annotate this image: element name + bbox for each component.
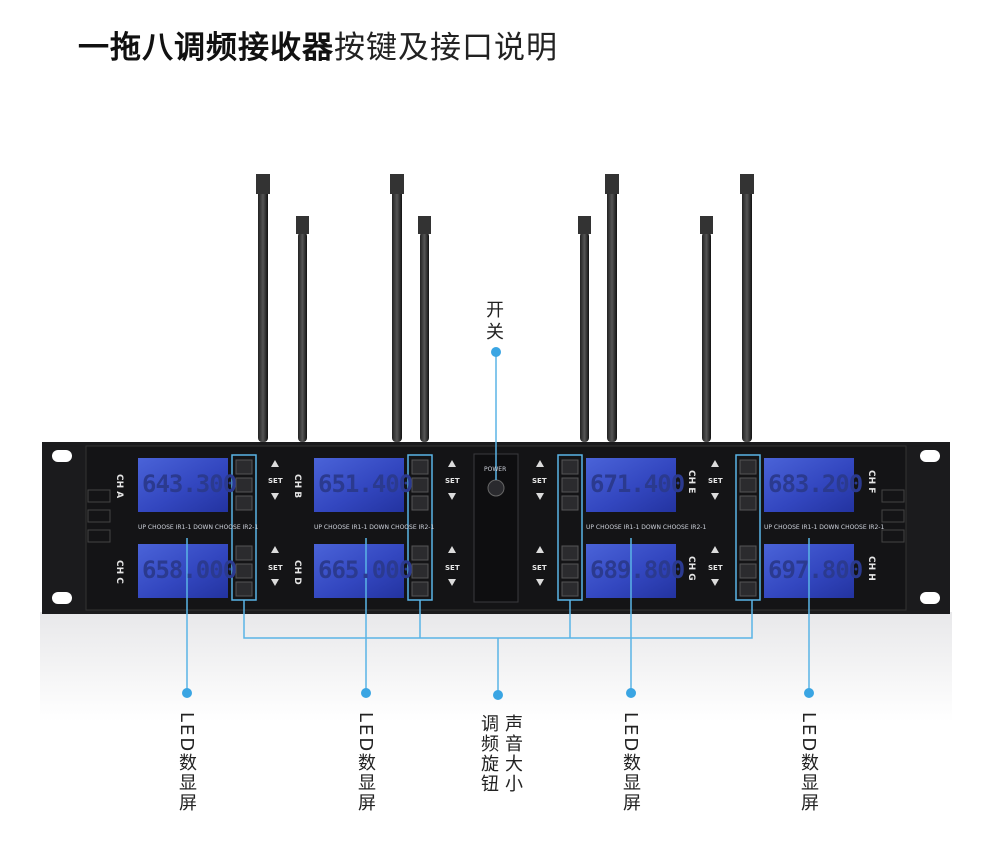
set-label-7: SET (708, 477, 723, 485)
antenna-4 (418, 216, 431, 442)
freq-ch-g: 689.800 (590, 556, 685, 584)
ch-e-label: CH E (686, 470, 696, 494)
ch-h-label: CH H (866, 556, 876, 581)
ch-a-label: CH A (114, 474, 124, 499)
freq-ch-d: 665.000 (318, 556, 413, 584)
freq-ch-f: 683.200 (768, 470, 863, 498)
volume-label: 声音大小 (502, 714, 523, 794)
ch-g-label: CH G (686, 556, 696, 581)
lcd-c (138, 544, 228, 598)
set-label-8: SET (708, 564, 723, 572)
led-display-label-2: LED数显屏 (355, 712, 376, 814)
led-display-label-3: LED数显屏 (620, 712, 641, 814)
lcd-b (314, 458, 404, 512)
ch-f-label: CH F (866, 470, 876, 494)
freq-ch-c: 658.000 (142, 556, 237, 584)
set-label-1: SET (268, 477, 283, 485)
title-light: 按键及接口说明 (334, 30, 558, 66)
tuning-knob-label: 调频旋钮 (478, 714, 499, 794)
power-knob (487, 479, 505, 497)
power-switch-label: 开关 (486, 300, 506, 343)
callout-lines (186, 352, 810, 695)
reflection (40, 612, 952, 722)
ch-b-label: CH B (292, 474, 302, 499)
title-bold: 一拖八调频接收器 (78, 30, 334, 66)
strip-text-2: UP CHOOSE IR1-1 DOWN CHOOSE IR2-1 (314, 524, 435, 531)
led-display-label-4: LED数显屏 (798, 712, 819, 814)
lcd-a (138, 458, 228, 512)
set-label-4: SET (445, 564, 460, 572)
lcd-d (314, 544, 404, 598)
callout-dots (182, 347, 814, 700)
arrows (271, 460, 719, 586)
set-label-2: SET (268, 564, 283, 572)
antenna-6 (605, 174, 619, 442)
strip-text-3: UP CHOOSE IR1-1 DOWN CHOOSE IR2-1 (586, 524, 707, 531)
set-label-3: SET (445, 477, 460, 485)
antenna-1 (256, 174, 270, 442)
antenna-5 (578, 216, 591, 442)
antenna-2 (296, 216, 309, 442)
antennas (256, 174, 754, 442)
antenna-7 (700, 216, 713, 442)
freq-ch-e: 671.400 (590, 470, 685, 498)
freq-ch-a: 643.300 (142, 470, 237, 498)
antenna-3 (390, 174, 404, 442)
set-label-5: SET (532, 477, 547, 485)
lcd-f (764, 458, 854, 512)
page-title: 一拖八调频接收器按键及接口说明 (78, 22, 558, 67)
freq-ch-h: 697.800 (768, 556, 863, 584)
set-label-6: SET (532, 564, 547, 572)
led-display-label-1: LED数显屏 (176, 712, 197, 814)
strip-text-1: UP CHOOSE IR1-1 DOWN CHOOSE IR2-1 (138, 524, 259, 531)
ch-c-label: CH C (114, 560, 124, 584)
freq-ch-b: 651.400 (318, 470, 413, 498)
button-columns (235, 459, 757, 597)
ch-d-label: CH D (292, 560, 302, 585)
strip-text-4: UP CHOOSE IR1-1 DOWN CHOOSE IR2-1 (764, 524, 885, 531)
antenna-8 (740, 174, 754, 442)
lcd-e (586, 458, 676, 512)
power-text: POWER (484, 466, 507, 473)
